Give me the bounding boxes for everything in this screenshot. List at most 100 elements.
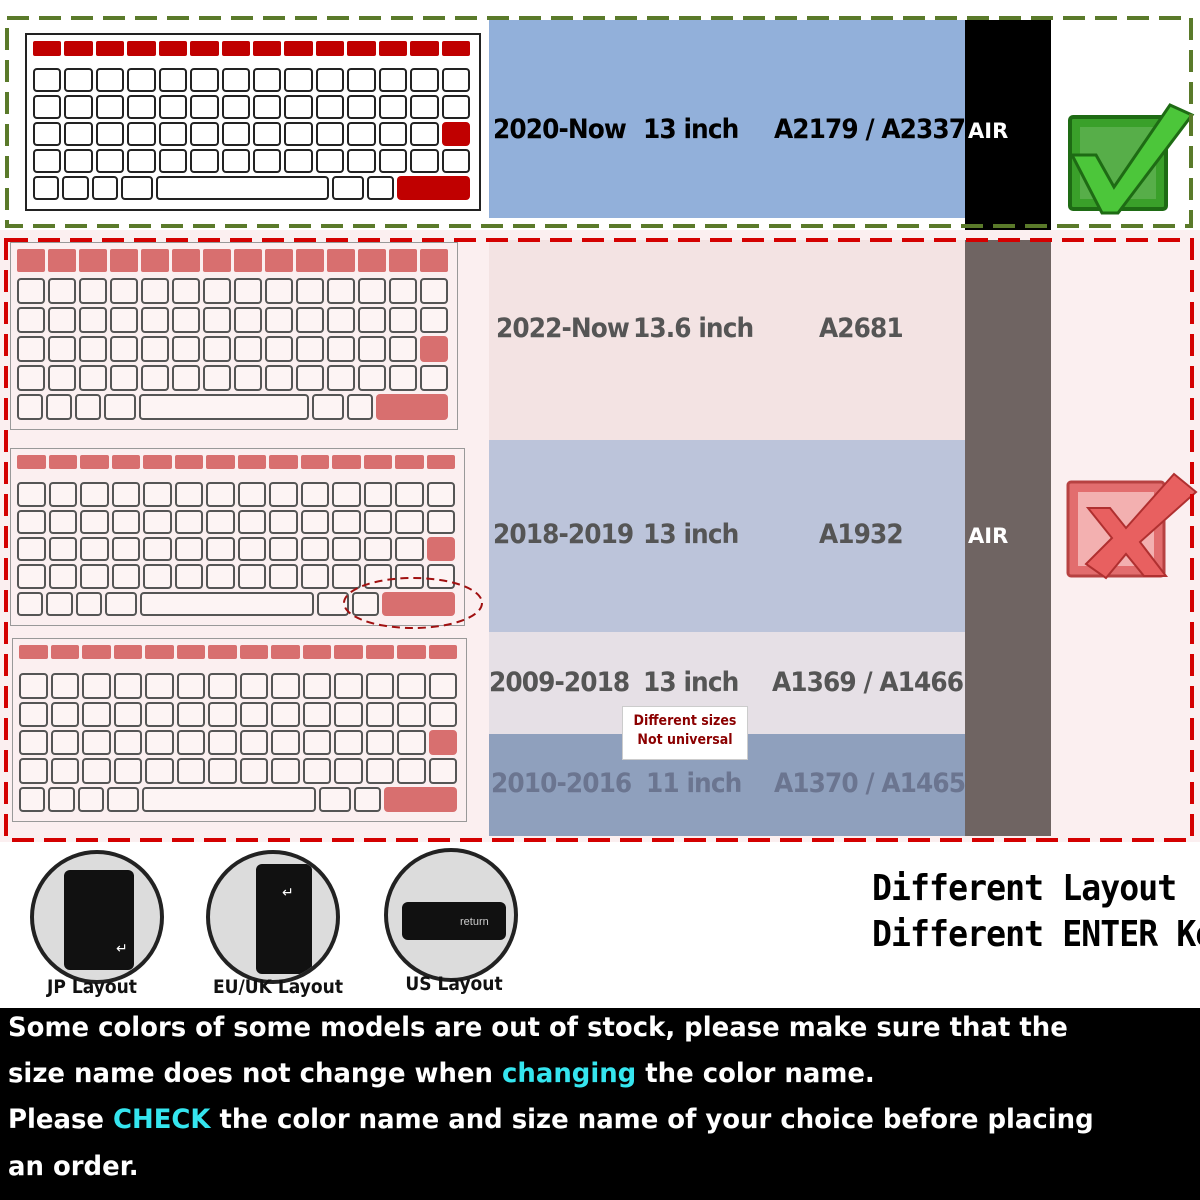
function-key [327,249,355,273]
keyboard-key [46,591,73,616]
keyboard-key [62,176,89,200]
keyboard-key [17,307,45,333]
keyboard-key [64,149,93,173]
keyboard-key [284,95,313,119]
function-key [48,249,76,273]
us-layout-image: return [384,848,518,982]
row-2018-size: 13 inch [643,519,739,550]
keyboard-key [141,336,169,362]
keyboard-key [234,365,262,391]
keyboard-key [82,758,111,784]
keyboard-key [48,564,77,589]
keyboard-key [296,307,324,333]
row-2020-years: 2020-Now [493,114,627,145]
keyboard-key [284,122,313,146]
function-key [347,41,376,56]
keyboard-key [80,509,109,534]
arrow-keys [396,176,470,200]
jp-layout-label: JP Layout [46,976,137,998]
keyboard-key [347,95,376,119]
row-2022-size: 13.6 inch [633,313,754,344]
keyboard-key [113,701,142,727]
keyboard-key [265,336,293,362]
keyboard-key [365,673,394,699]
function-key [95,41,125,56]
keyboard-key [332,537,361,562]
keyboard-key [110,336,138,362]
keyboard-key [315,68,345,92]
jp-layout-image: ↵ [30,850,164,984]
enter-key [426,537,455,562]
enter-key [441,122,470,146]
function-key [332,455,361,469]
notice-line3-a: Please [8,1104,113,1135]
notice-line2: size name does not change when changing … [8,1058,875,1089]
keyboard-key [206,509,235,534]
size-note-box: Different sizes Not universal [622,706,748,760]
keyboard-key [300,537,329,562]
keyboard-key [110,278,138,304]
keyboard-key [269,509,298,534]
keyboard-key [395,564,424,589]
notice-line3-b: the color name and size name of your cho… [210,1104,1094,1135]
keyboard-key [107,786,140,812]
keyboard-key [365,758,394,784]
keyboard-key [269,482,298,507]
arrow-keys [383,786,457,812]
arrow-keys [375,394,448,420]
row-band-2020 [489,20,965,218]
notice-line4: an order. [8,1151,139,1182]
euuk-layout-label: EU/UK Layout [212,976,344,998]
keyboard-key [378,95,408,119]
keyboard-key [172,336,200,362]
keyboard-key [239,758,268,784]
keyboard-key [33,176,60,200]
check-icon [1068,103,1195,215]
function-key [174,455,203,469]
keyboard-key [420,365,448,391]
us-enter-key [402,902,506,940]
keyboard-key [221,95,250,119]
row-band-2022 [489,240,965,440]
function-key [190,41,219,56]
keyboard-key [253,68,282,92]
keyboard-key [358,365,386,391]
keyboard-key [19,673,48,699]
keyboard-key [239,701,268,727]
keyboard-key [17,482,46,507]
keyboard-key [332,482,361,507]
keyboard-key [265,365,293,391]
function-key [158,41,188,56]
function-key [64,41,93,56]
keyboard-key [176,730,205,756]
keyboard-key [203,278,231,304]
keyboard-key [367,176,394,200]
keyboard-key [271,758,300,784]
keyboard-key [363,482,392,507]
keyboard-key [208,701,237,727]
keyboard-key [358,278,386,304]
keyboard-key [208,730,237,756]
keyboard-key [397,701,426,727]
keyboard-key [127,68,156,92]
keyboard-key [17,278,45,304]
keyboard-key [80,482,109,507]
keyboard-key [410,68,439,92]
keyboard-key [441,68,470,92]
keyboard-key [395,482,424,507]
keyboard-image-2020 [25,33,481,211]
keyboard-key [389,278,417,304]
keyboard-key [103,394,136,420]
function-key [363,455,392,469]
function-key [410,41,439,56]
function-key [145,645,174,660]
row-2022-model: A2681 [819,313,904,344]
keyboard-key [142,786,316,812]
keyboard-key [190,68,219,92]
size-note-line2: Not universal [637,732,733,748]
keyboard-key [174,482,203,507]
row-2018-years: 2018-2019 [493,519,634,550]
keyboard-key [318,786,352,812]
keyboard-key [365,730,394,756]
function-key [420,249,448,273]
